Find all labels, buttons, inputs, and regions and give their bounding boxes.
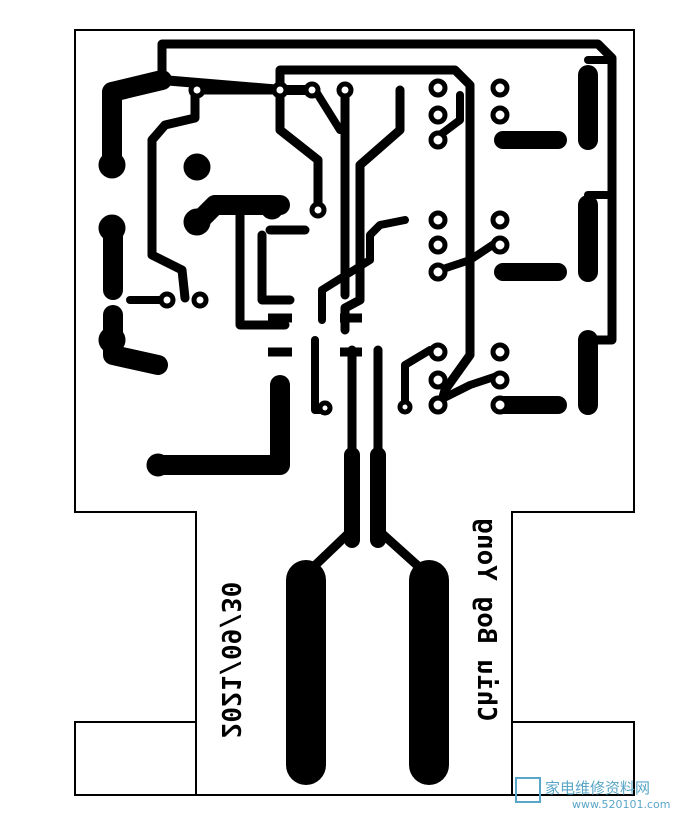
pad: [490, 370, 510, 390]
pad: [146, 453, 170, 477]
contact-strip-right: [409, 560, 449, 785]
pad: [158, 291, 176, 309]
trace-top-left-l: [102, 70, 172, 175]
pad: [428, 210, 448, 230]
watermark-url: www.520101.com: [572, 798, 670, 811]
copper-traces: [102, 39, 617, 580]
small-pads: [158, 78, 510, 416]
trace-upper-inner-loop: [147, 85, 200, 303]
pad: [336, 81, 354, 99]
pad: [428, 370, 448, 390]
board-label-right: Chiu Bog Yong: [471, 518, 501, 722]
pad: [260, 196, 284, 220]
board-label-left: 2021/09/30: [215, 582, 245, 739]
pad: [188, 81, 206, 99]
trace-top-bus: [157, 39, 617, 345]
pads: [98, 151, 284, 477]
pad: [490, 342, 510, 362]
pad: [317, 400, 333, 416]
trace-center-right: [340, 85, 405, 335]
board-outline: [74, 29, 635, 796]
pad: [490, 105, 510, 125]
trace-right-1: [436, 91, 464, 139]
trace-left-center: [195, 85, 323, 215]
contact-strips: [286, 560, 449, 785]
pad: [397, 399, 413, 415]
pad: [490, 78, 510, 98]
trace-right-3: [436, 371, 504, 404]
trace-right-2: [436, 236, 504, 274]
trace-ic-stubs: [268, 313, 362, 357]
pad: [490, 210, 510, 230]
pad: [98, 151, 126, 179]
contact-strip-left: [286, 560, 326, 785]
pad: [309, 201, 327, 219]
pad: [490, 395, 510, 415]
pad: [428, 235, 448, 255]
pad: [98, 326, 126, 354]
trace-mid-left-2: [257, 230, 295, 305]
pad: [271, 81, 289, 99]
pad: [428, 78, 448, 98]
pad: [428, 130, 448, 150]
pad: [428, 342, 448, 362]
pad: [183, 153, 211, 181]
trace-frame-top: [275, 65, 475, 413]
trace-lower-left-l: [150, 375, 290, 475]
watermark-text: 家电维修资料网: [545, 779, 650, 797]
trace-right-4: [401, 346, 434, 409]
pad: [490, 235, 510, 255]
trace-mid-left-down: [235, 210, 290, 330]
pad: [428, 262, 448, 282]
watermark-logo-icon: [515, 777, 541, 803]
watermark: 家电维修资料网 www.520101.com: [515, 777, 670, 811]
trace-inner-frame: [318, 216, 409, 324]
pad: [428, 105, 448, 125]
trace-ic-pin: [311, 336, 329, 414]
pad: [183, 208, 211, 236]
pad: [303, 81, 321, 99]
pad: [191, 291, 209, 309]
pad: [428, 395, 448, 415]
pad: [98, 214, 126, 242]
trace-center-diagonal: [311, 86, 349, 134]
